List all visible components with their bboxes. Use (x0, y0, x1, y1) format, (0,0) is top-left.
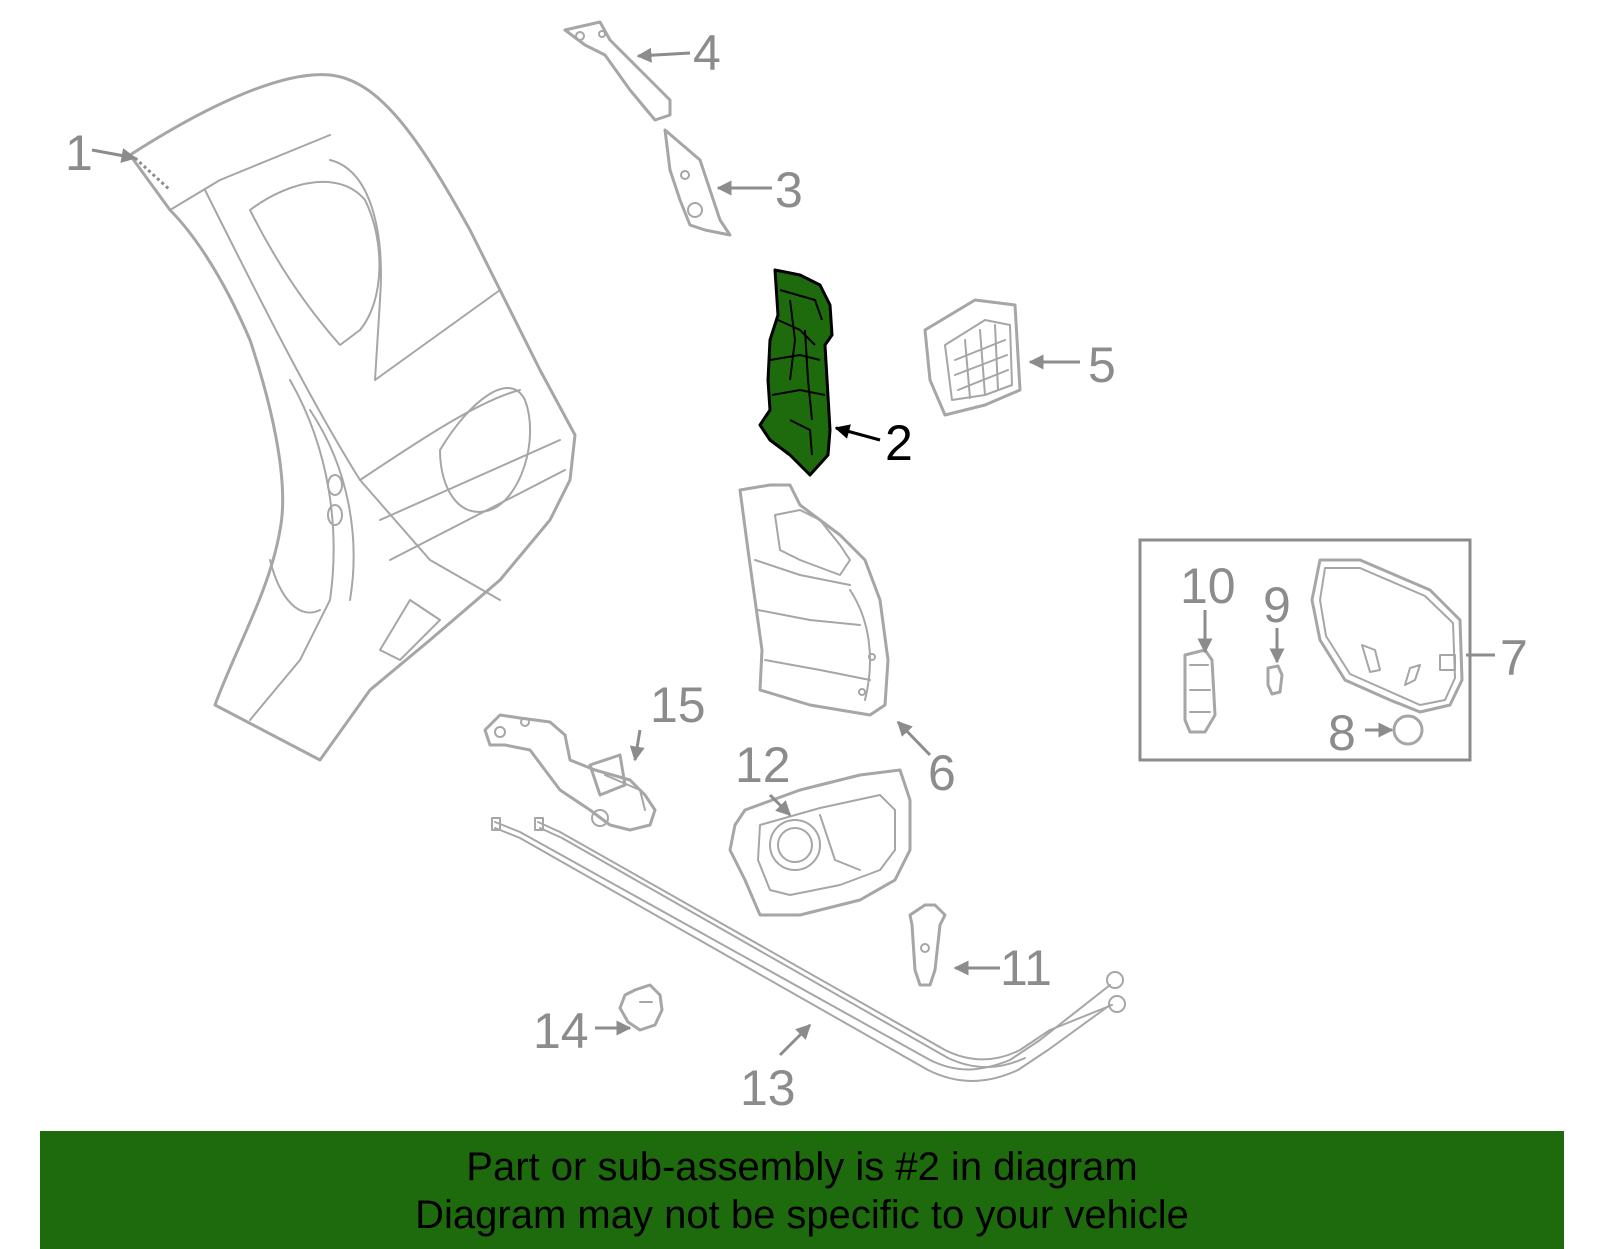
release-cable-part-13 (491, 817, 1126, 1082)
callout-labels: 1 2 3 4 5 6 7 8 9 10 11 12 13 14 15 (65, 25, 1528, 1116)
banner-line-1: Part or sub-assembly is #2 in diagram (466, 1145, 1138, 1189)
fuel-door-housing-part-2 (758, 268, 834, 477)
bracket-part-3 (663, 128, 732, 237)
filler-pocket-part-12 (728, 768, 912, 917)
hinge-part-15 (483, 713, 657, 832)
fender-liner-part-6 (738, 483, 890, 717)
callout-7: 7 (1500, 630, 1528, 686)
callout-11: 11 (1000, 940, 1052, 996)
callout-2: 2 (885, 415, 913, 471)
callout-3: 3 (775, 162, 803, 218)
leader-lines (91, 47, 1495, 1057)
banner-line-2: Diagram may not be specific to your vehi… (415, 1193, 1189, 1237)
inset-box (1138, 538, 1472, 762)
callout-10: 10 (1180, 558, 1236, 614)
callout-15: 15 (650, 677, 706, 733)
info-banner: Part or sub-assembly is #2 in diagram Di… (40, 1131, 1564, 1249)
clip-part-14 (618, 983, 664, 1032)
vent-part-5 (923, 298, 1022, 417)
callout-8: 8 (1328, 705, 1356, 761)
callout-9: 9 (1263, 577, 1291, 633)
callout-6: 6 (928, 745, 956, 801)
bracket-part-4 (563, 20, 672, 122)
callout-1: 1 (65, 125, 93, 181)
callout-12: 12 (735, 737, 791, 793)
callout-13: 13 (740, 1060, 796, 1116)
clip-part-11 (908, 903, 947, 987)
callout-4: 4 (693, 25, 721, 81)
callout-14: 14 (533, 1003, 589, 1059)
callout-5: 5 (1088, 337, 1116, 393)
quarter-panel-part-1 (128, 73, 577, 762)
